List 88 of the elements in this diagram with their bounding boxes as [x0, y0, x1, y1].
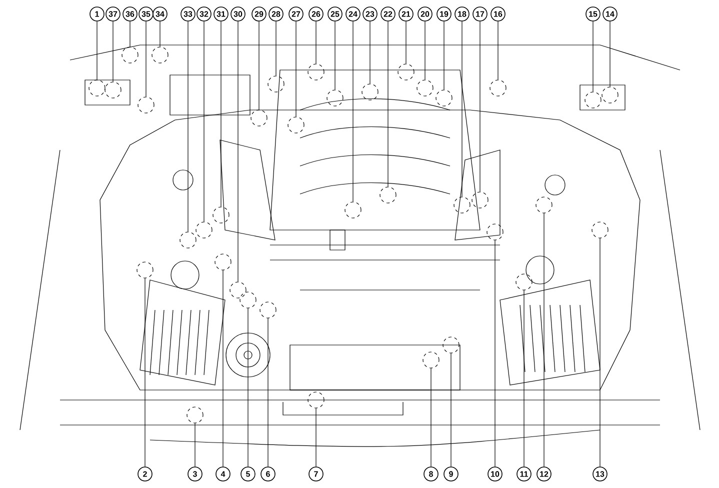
- callout-number: 37: [106, 6, 120, 22]
- dashed-circle: [104, 82, 122, 98]
- leader-line: [220, 21, 222, 207]
- dashed-circle: [472, 192, 488, 208]
- leader-line: [352, 21, 354, 202]
- dashed-circle: [442, 336, 460, 354]
- callout-number: 12: [536, 466, 552, 482]
- dashed-circle: [214, 254, 232, 270]
- dashed-circle: [436, 90, 452, 106]
- dashed-circle: [136, 262, 154, 278]
- dashed-circle: [398, 64, 414, 80]
- dashed-circle: [122, 46, 138, 64]
- callout-number: 11: [516, 466, 532, 482]
- dashed-circle: [516, 274, 532, 290]
- dashed-circle: [416, 80, 434, 96]
- leader-line: [194, 423, 196, 467]
- callout-number: 28: [268, 6, 284, 22]
- callout-number: 1: [90, 6, 104, 22]
- callout-number: 16: [490, 6, 506, 22]
- callout-number: 29: [252, 6, 266, 22]
- callout-number: 34: [152, 6, 168, 22]
- dashed-circle: [308, 392, 324, 408]
- leader-line: [96, 21, 98, 80]
- leader-line: [258, 21, 260, 110]
- leader-line: [222, 270, 224, 467]
- dashed-circle: [180, 232, 196, 248]
- leader-line: [592, 21, 594, 92]
- leader-line: [424, 21, 426, 80]
- leader-line: [144, 278, 146, 467]
- dashed-circle: [268, 76, 284, 92]
- callout-number: 10: [488, 466, 502, 482]
- dashed-circle: [344, 202, 362, 218]
- leader-line: [494, 240, 496, 467]
- dashed-circle: [490, 80, 506, 96]
- dashed-circle: [326, 90, 344, 106]
- callout-number: 14: [602, 6, 618, 22]
- dashed-circle: [212, 206, 230, 224]
- callout-number: 36: [122, 6, 138, 22]
- dashed-circle: [288, 116, 304, 134]
- dashed-circle: [260, 302, 276, 318]
- dashed-circle: [422, 352, 440, 368]
- callout-number: 7: [308, 466, 324, 482]
- callout-number: 15: [586, 6, 600, 22]
- leader-line: [450, 353, 452, 467]
- callout-number: 33: [180, 6, 196, 22]
- dashed-circle: [602, 86, 618, 104]
- callout-number: 23: [362, 6, 378, 22]
- callout-number: 17: [472, 6, 488, 22]
- leader-line: [334, 21, 336, 90]
- dashed-circle: [230, 282, 246, 298]
- callout-number: 25: [328, 6, 342, 22]
- callout-number: 22: [380, 6, 396, 22]
- callout-number: 26: [308, 6, 324, 22]
- callout-number: 3: [188, 466, 202, 482]
- callout-number: 8: [424, 466, 438, 482]
- dashed-circle: [584, 92, 602, 108]
- dashed-circle: [308, 64, 324, 80]
- dashed-circle: [196, 222, 212, 238]
- callout-number: 6: [260, 466, 276, 482]
- dashed-circle: [186, 406, 204, 424]
- dashed-circle: [592, 222, 608, 238]
- callout-number: 27: [288, 6, 304, 22]
- callout-number: 32: [196, 6, 212, 22]
- callout-number: 2: [138, 466, 152, 482]
- leader-line: [430, 368, 432, 467]
- callout-number: 35: [138, 6, 154, 22]
- callout-number: 18: [454, 6, 470, 22]
- callout-number: 20: [418, 6, 432, 22]
- dashed-circle: [240, 292, 256, 308]
- dashed-circle: [380, 186, 396, 204]
- callout-number: 21: [398, 6, 414, 22]
- callout-number: 24: [346, 6, 360, 22]
- dashed-circle: [454, 196, 470, 214]
- callout-number: 31: [214, 6, 228, 22]
- dashed-circle: [536, 196, 552, 214]
- callout-number: 5: [240, 466, 256, 482]
- dashed-circle: [88, 80, 106, 96]
- leader-line: [112, 21, 114, 82]
- callout-number: 9: [444, 466, 458, 482]
- callout-number: 13: [592, 466, 608, 482]
- callout-number: 19: [436, 6, 452, 22]
- dashed-circle: [152, 46, 168, 64]
- callout-number: 30: [230, 6, 246, 22]
- dashed-circle: [250, 110, 268, 126]
- dashed-circle: [362, 84, 378, 100]
- callout-number: 4: [216, 466, 230, 482]
- dashed-circle: [486, 224, 504, 240]
- dashed-circle: [138, 96, 154, 114]
